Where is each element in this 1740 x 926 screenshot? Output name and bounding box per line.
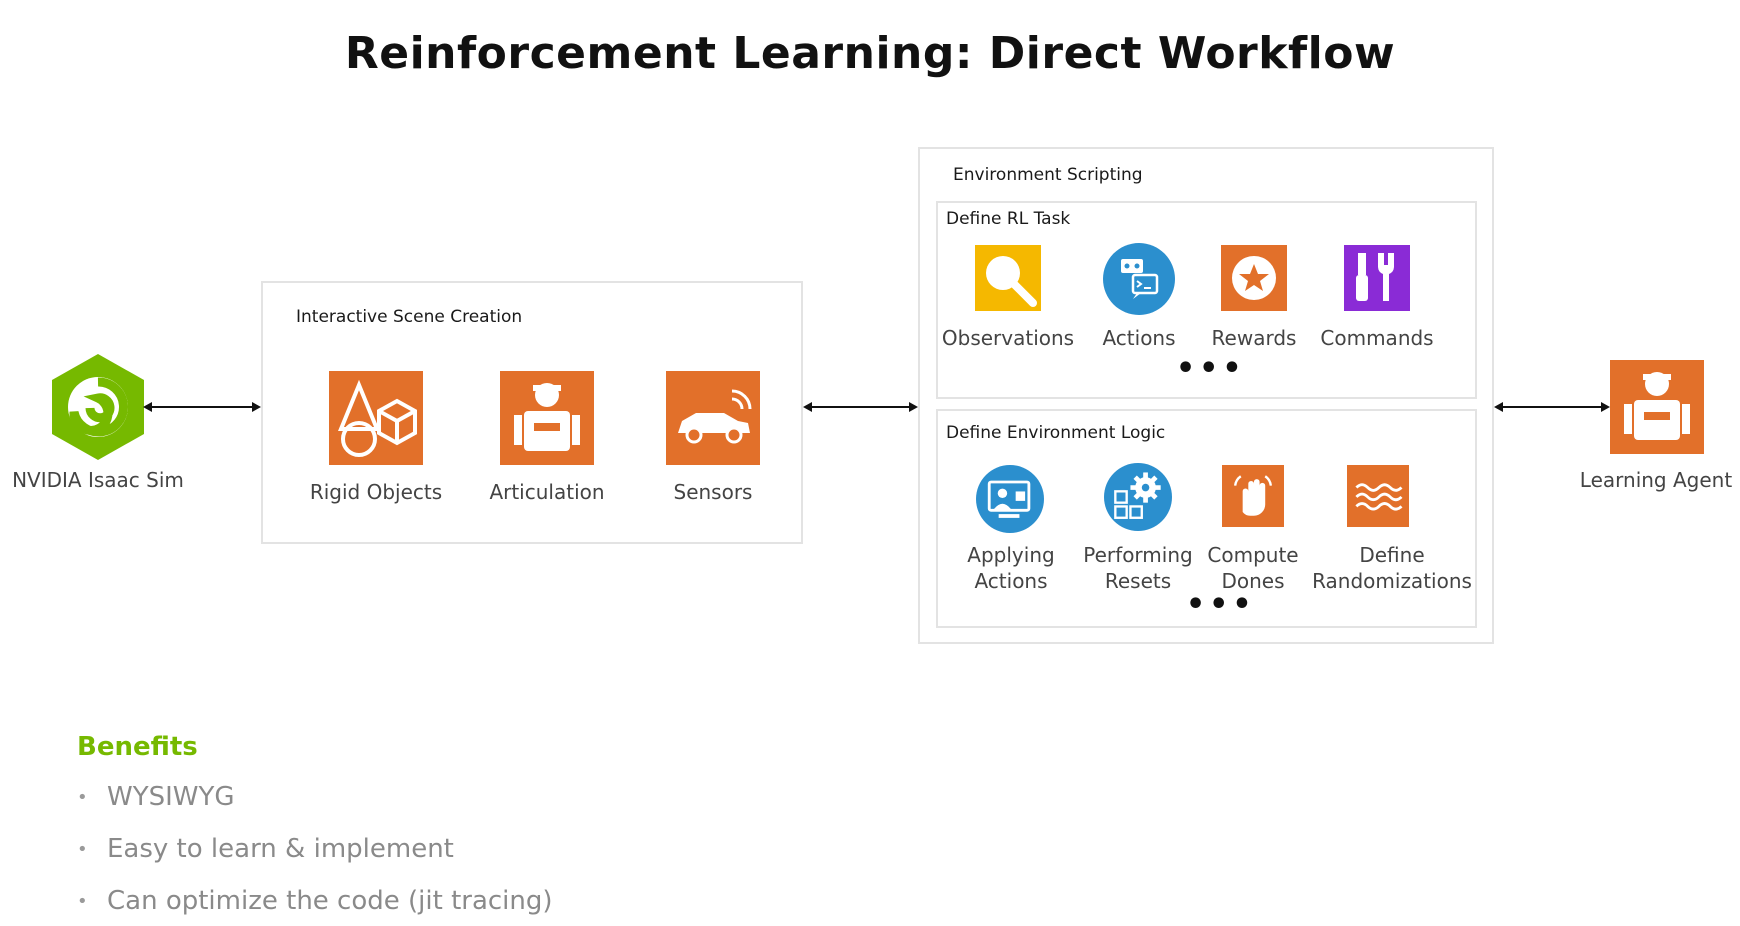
benefit-text: WYSIWYG — [107, 782, 235, 812]
applying-actions-label: Applying Actions — [967, 543, 1055, 593]
observations-label: Observations — [941, 326, 1075, 350]
rl-task-box: Define RL Task Observations Actions Rewa… — [936, 201, 1477, 399]
agent-robot-icon — [1610, 360, 1704, 454]
waves-icon — [1347, 465, 1409, 527]
rigid-objects-icon — [329, 371, 423, 465]
car-sensor-icon — [666, 371, 760, 465]
isaac-sim-logo-icon — [48, 352, 148, 462]
scene-creation-box: Interactive Scene Creation Rigid Objects… — [261, 281, 803, 544]
benefit-text: Easy to learn & implement — [107, 834, 454, 864]
environment-scripting-box: Environment Scripting Define RL Task Obs… — [918, 147, 1494, 644]
rigid-objects-label: Rigid Objects — [309, 480, 443, 504]
articulation-robot-icon — [500, 371, 594, 465]
performing-resets-label: Performing Resets — [1083, 543, 1193, 593]
star-badge-icon — [1221, 245, 1287, 311]
env-logic-more-dots: ••• — [1186, 587, 1256, 622]
arrow-scene-env — [803, 400, 918, 414]
tools-icon — [1344, 245, 1410, 311]
isaac-sim-label: NVIDIA Isaac Sim — [12, 468, 184, 492]
learning-agent-label: Learning Agent — [1579, 468, 1733, 492]
page-title: Reinforcement Learning: Direct Workflow — [344, 28, 1396, 79]
benefit-item: •WYSIWYG — [77, 782, 235, 812]
environment-scripting-label: Environment Scripting — [953, 165, 1143, 185]
env-logic-box: Define Environment Logic Applying Action… — [936, 409, 1477, 628]
robot-chat-icon — [1103, 243, 1175, 315]
monitor-person-icon — [976, 465, 1044, 533]
benefits-title: Benefits — [77, 732, 198, 762]
sensors-label: Sensors — [673, 480, 753, 504]
actions-label: Actions — [1102, 326, 1176, 350]
rl-task-more-dots: ••• — [1176, 351, 1246, 386]
rewards-label: Rewards — [1211, 326, 1297, 350]
compute-dones-label: Compute Dones — [1207, 543, 1299, 593]
define-randomizations-label: Define Randomizations — [1312, 543, 1472, 593]
rl-task-label: Define RL Task — [946, 209, 1071, 229]
articulation-label: Articulation — [489, 480, 605, 504]
benefit-item: •Easy to learn & implement — [77, 834, 454, 864]
benefit-text: Can optimize the code (jit tracing) — [107, 886, 553, 916]
arrow-sim-scene — [143, 400, 261, 414]
hand-stop-icon — [1222, 465, 1284, 527]
magnifier-icon — [975, 245, 1041, 311]
commands-label: Commands — [1320, 326, 1434, 350]
benefit-item: •Can optimize the code (jit tracing) — [77, 886, 553, 916]
arrow-env-agent — [1494, 400, 1610, 414]
gear-grid-icon — [1104, 463, 1172, 531]
scene-creation-label: Interactive Scene Creation — [296, 307, 523, 327]
env-logic-label: Define Environment Logic — [946, 423, 1166, 443]
